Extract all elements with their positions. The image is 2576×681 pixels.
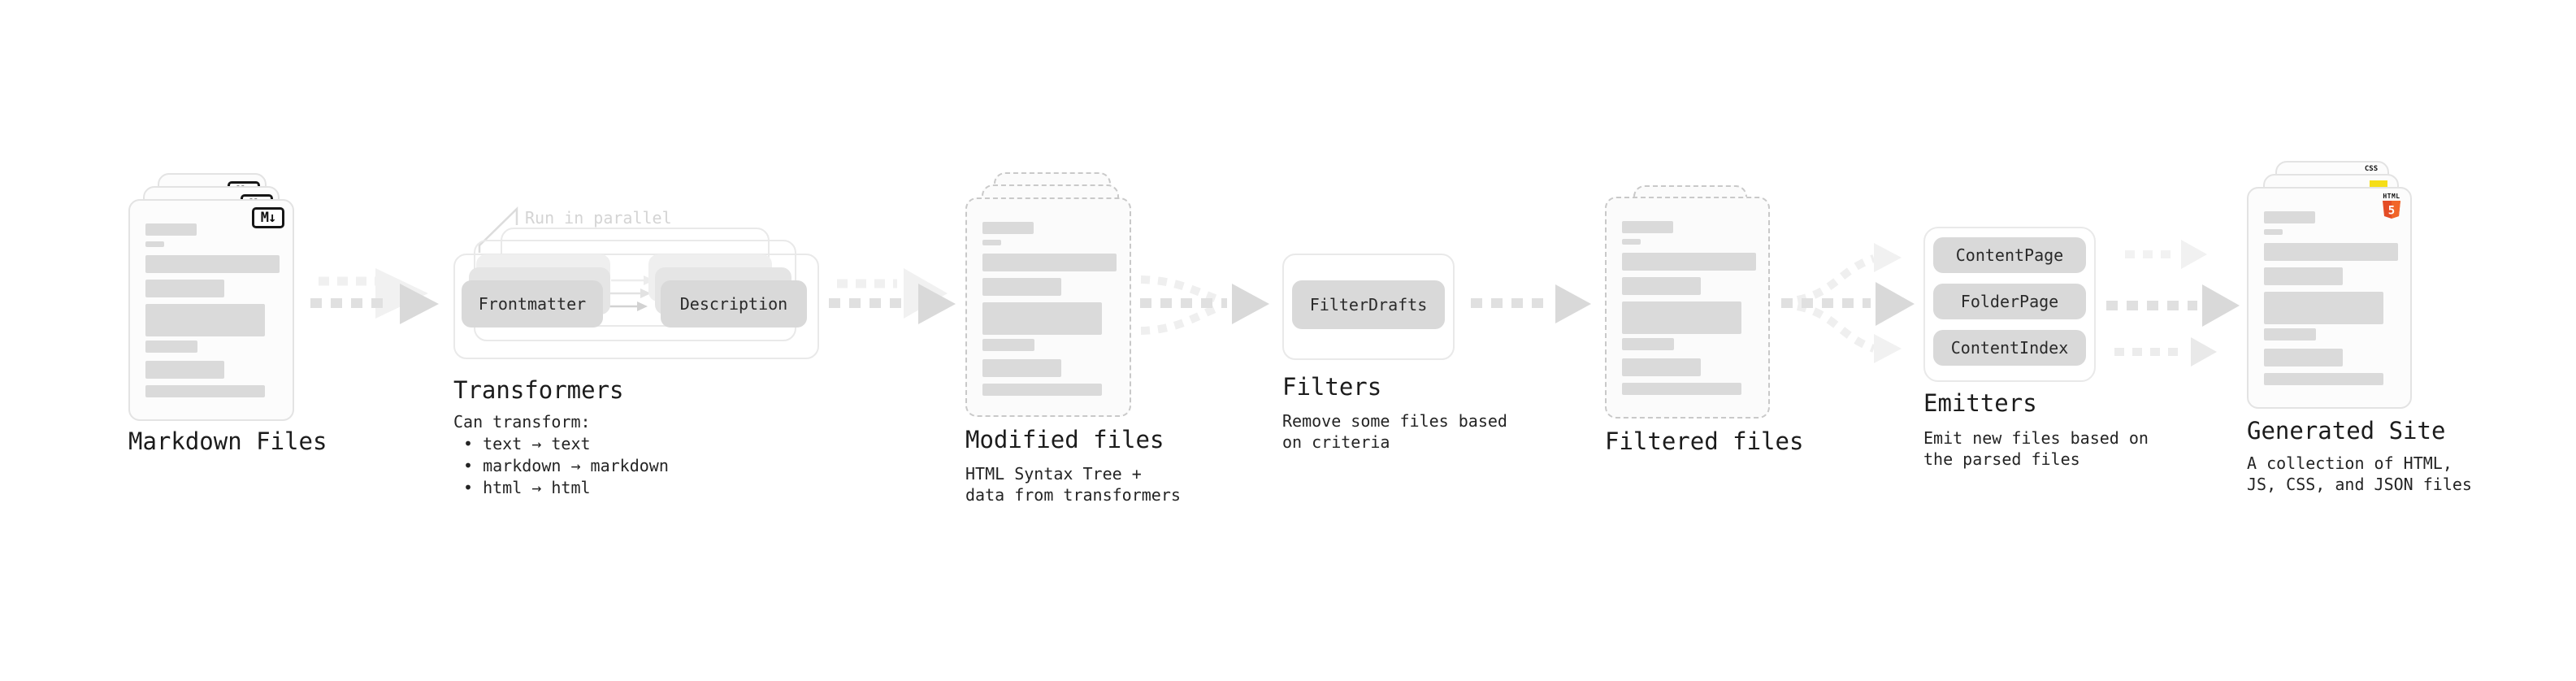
markdown-doc-front: M↓ — [128, 199, 294, 421]
emitters-description: Emit new files based on the parsed files — [1923, 427, 2149, 470]
doc-placeholder-lines — [1622, 221, 1756, 395]
run-in-parallel-annotation: Run in parallel — [525, 208, 672, 228]
transform-bullet: • text → text — [463, 434, 591, 453]
arrow-filtered-to-emitters — [1781, 243, 1915, 363]
contentpage-pill: ContentPage — [1933, 237, 2086, 273]
doc-placeholder-lines — [145, 223, 280, 397]
description-pill: Description — [661, 280, 807, 327]
description-pill-label: Description — [679, 294, 788, 314]
modified-files-title: Modified files — [965, 426, 1164, 453]
emitters-title: Emitters — [1923, 389, 2037, 417]
filterdrafts-pill: FilterDrafts — [1292, 280, 1445, 329]
desc-line: JS, CSS, and JSON files — [2247, 475, 2472, 494]
transformers-description: Can transform: • text → text • markdown … — [453, 411, 669, 499]
folderpage-pill: FolderPage — [1933, 284, 2086, 319]
html5-shield: 5 — [2383, 201, 2400, 219]
filterdrafts-pill-label: FilterDrafts — [1309, 295, 1428, 314]
generated-site-description: A collection of HTML, JS, CSS, and JSON … — [2247, 453, 2472, 495]
desc-line: on criteria — [1282, 432, 1390, 452]
css-badge-text: CSS — [2364, 165, 2379, 173]
generated-doc-html: HTML 5 — [2247, 187, 2412, 409]
modified-doc-front — [965, 197, 1131, 417]
transformers-title: Transformers — [453, 376, 624, 404]
desc-line: Emit new files based on — [1923, 428, 2149, 448]
filters-box — [1282, 254, 1455, 360]
arrow-transformers-to-modified — [829, 268, 956, 324]
folderpage-pill-label: FolderPage — [1960, 292, 2059, 311]
desc-line: the parsed files — [1923, 449, 2080, 469]
html5-badge-number: 5 — [2388, 205, 2395, 218]
contentindex-pill: ContentIndex — [1933, 330, 2086, 366]
frontmatter-pill-label: Frontmatter — [478, 294, 587, 314]
desc-line: data from transformers — [965, 485, 1181, 505]
markdown-badge-text: M↓ — [260, 210, 277, 226]
html5-icon: HTML 5 — [2381, 193, 2402, 220]
can-transform-heading: Can transform: — [453, 412, 591, 432]
transform-bullet: • html → html — [463, 478, 591, 497]
generated-site-title: Generated Site — [2247, 417, 2446, 445]
desc-line: A collection of HTML, — [2247, 453, 2452, 473]
html5-badge-label: HTML — [2383, 193, 2400, 200]
markdown-icon: M↓ — [252, 207, 284, 228]
transform-bullet: • markdown → markdown — [463, 456, 669, 475]
transformer-box-front — [453, 254, 819, 359]
contentpage-pill-label: ContentPage — [1955, 245, 2064, 265]
doc-placeholder-lines — [982, 222, 1117, 396]
arrow-modified-to-filters — [1140, 275, 1269, 335]
markdown-files-title: Markdown Files — [128, 427, 327, 455]
desc-line: Remove some files based — [1282, 411, 1507, 431]
filtered-doc-front — [1605, 197, 1770, 419]
arrow-markdown-to-transformers — [310, 268, 439, 324]
filters-description: Remove some files based on criteria — [1282, 410, 1507, 453]
emitters-box — [1923, 227, 2096, 382]
arrow-filters-to-filtered — [1471, 284, 1591, 323]
desc-line: HTML Syntax Tree + — [965, 464, 1142, 484]
doc-placeholder-lines — [2264, 211, 2398, 385]
modified-files-description: HTML Syntax Tree + data from transformer… — [965, 463, 1181, 505]
filters-title: Filters — [1282, 373, 1382, 401]
frontmatter-pill: Frontmatter — [462, 280, 603, 327]
filtered-files-title: Filtered files — [1605, 427, 1804, 455]
arrow-emitters-to-generated — [2106, 240, 2240, 367]
contentindex-pill-label: ContentIndex — [1950, 338, 2069, 358]
